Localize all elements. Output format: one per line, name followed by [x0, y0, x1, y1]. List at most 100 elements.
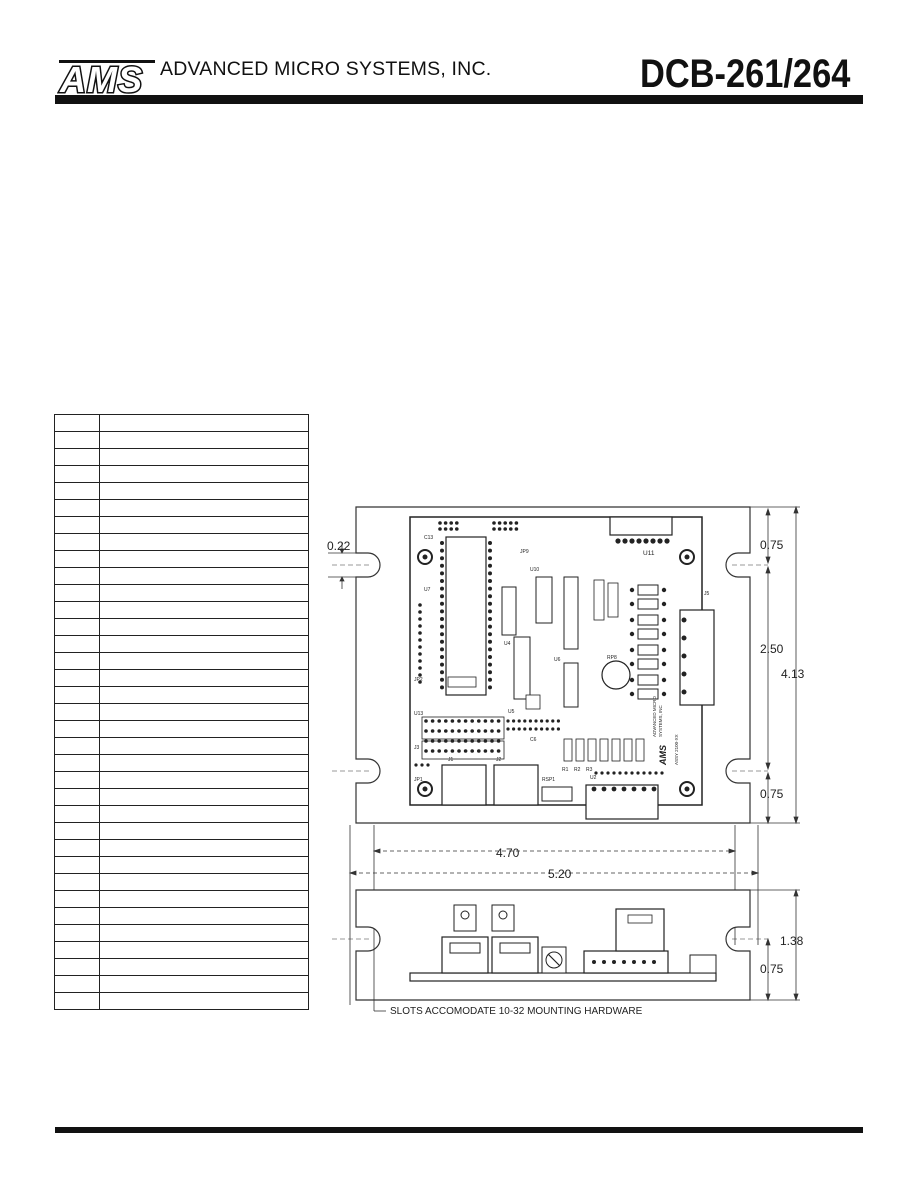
dim-side-height: 1.38 [780, 934, 804, 948]
label-c6: C6 [530, 737, 537, 743]
rj-jack-side-j2 [491, 936, 539, 974]
label-j3: J3 [414, 745, 420, 751]
pin-function-cell [99, 550, 309, 568]
mounting-hole-icon [679, 781, 695, 797]
footer-rule [55, 1127, 863, 1133]
table-row [54, 516, 309, 534]
dim-total-width: 5.20 [548, 867, 572, 881]
pin-number-cell [54, 771, 100, 789]
ic-u7 [445, 536, 487, 696]
pin-function-cell [99, 975, 309, 993]
table-row [54, 448, 309, 466]
board-ams-mark: AMS [658, 745, 668, 766]
pin-number-cell [54, 975, 100, 993]
dim-top-margin: 0.75 [760, 538, 784, 552]
mounting-hole-icon [417, 781, 433, 797]
guide-lines [349, 506, 800, 1005]
pin-function-cell [99, 788, 309, 806]
table-row [54, 890, 309, 908]
pin-function-cell [99, 941, 309, 959]
table-row [54, 703, 309, 721]
mounting-hole-icon [679, 549, 695, 565]
pin-number-cell [54, 584, 100, 602]
pin-number-cell [54, 890, 100, 908]
table-row [54, 669, 309, 687]
pin-function-cell [99, 890, 309, 908]
table-row [54, 975, 309, 993]
ic-u5 [513, 636, 531, 700]
side-view [332, 889, 768, 1001]
board-branding: AMS ADVANCED MICRO SYSTEMS, INC ASSY 210… [652, 696, 679, 766]
pin-number-cell [54, 856, 100, 874]
table-row [54, 737, 309, 755]
pin-function-cell [99, 618, 309, 636]
pin-function-cell [99, 686, 309, 704]
table-row [54, 465, 309, 483]
pin-number-cell [54, 805, 100, 823]
pin-function-cell [99, 992, 309, 1010]
logo-lettering: AMS [59, 59, 143, 96]
pin-function-cell [99, 465, 309, 483]
pin-function-cell [99, 635, 309, 653]
table-row [54, 907, 309, 925]
ams-logo-graphic: AMS AMS [58, 58, 155, 102]
mounting-note: SLOTS ACCOMODATE 10-32 MOUNTING HARDWARE [390, 1006, 643, 1017]
table-row [54, 873, 309, 891]
pin-number-cell [54, 431, 100, 449]
label-u10: U10 [530, 567, 539, 573]
pin-function-cell [99, 839, 309, 857]
table-row [54, 771, 309, 789]
label-jp1: JP1 [414, 777, 423, 783]
table-row [54, 414, 309, 432]
pin-function-cell [99, 567, 309, 585]
label-j1: J1 [448, 757, 454, 763]
pin-function-cell [99, 669, 309, 687]
table-row [54, 431, 309, 449]
dim-side-margin: 0.75 [760, 962, 784, 976]
pin-function-cell [99, 584, 309, 602]
pin-function-cell [99, 924, 309, 942]
switch-rsp1 [541, 786, 573, 802]
pin-function-cell [99, 737, 309, 755]
table-row [54, 686, 309, 704]
label-jp9: JP9 [520, 549, 529, 555]
rj-jack-j2 [493, 764, 539, 806]
pin-number-cell [54, 907, 100, 925]
dim-total-height: 4.13 [781, 667, 805, 681]
pin-number-cell [54, 992, 100, 1010]
label-u11: U11 [643, 550, 655, 557]
rj-jack-j1 [441, 764, 487, 806]
pin-number-cell [54, 465, 100, 483]
pin-function-cell [99, 516, 309, 534]
table-row [54, 720, 309, 738]
table-row [54, 635, 309, 653]
ic-u4 [501, 586, 517, 636]
label-j2: J2 [496, 757, 502, 763]
pin-table-body [54, 414, 309, 1010]
pin-number-cell [54, 958, 100, 976]
potentiometer-rp8 [601, 660, 631, 690]
terminal-block-bottom [585, 784, 659, 820]
table-row [54, 499, 309, 517]
header-rule [55, 95, 863, 104]
pin-number-cell [54, 737, 100, 755]
label-r1: R1 [562, 767, 569, 773]
connector-u11 [609, 516, 673, 536]
board-systems: SYSTEMS, INC [658, 704, 663, 737]
pin-number-cell [54, 703, 100, 721]
company-name: ADVANCED MICRO SYSTEMS, INC. [160, 58, 492, 80]
pin-number-cell [54, 788, 100, 806]
table-row [54, 601, 309, 619]
pin-number-cell [54, 482, 100, 500]
pin-number-cell [54, 652, 100, 670]
table-row [54, 482, 309, 500]
pin-function-cell [99, 703, 309, 721]
ic-u10 [563, 576, 579, 650]
pin-number-cell [54, 499, 100, 517]
pin-function-cell [99, 499, 309, 517]
pin-number-cell [54, 601, 100, 619]
pin-number-cell [54, 448, 100, 466]
table-row [54, 941, 309, 959]
pin-function-cell [99, 414, 309, 432]
label-u5: U5 [508, 709, 515, 715]
